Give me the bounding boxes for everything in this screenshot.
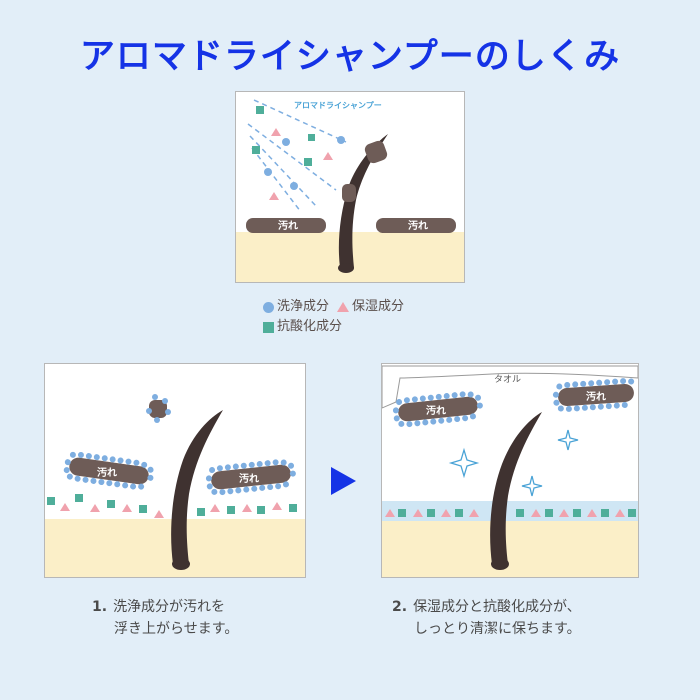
protective-particle-layer — [385, 509, 636, 517]
hair — [490, 412, 542, 564]
scalp — [382, 519, 638, 577]
dirt-label: 汚れ — [586, 390, 606, 403]
moisture-layer — [382, 501, 638, 521]
legend-wash: 洗浄成分 — [263, 297, 329, 317]
step2-illustration: タオル 汚れ 汚れ — [382, 365, 638, 577]
wash-particle — [337, 136, 345, 144]
wash-particle — [282, 138, 290, 146]
page-title: アロマドライシャンプーのしくみ — [79, 37, 621, 77]
towel-label: タオル — [494, 374, 521, 385]
step2-caption: 2.保湿成分と抗酸化成分が、 しっとり清潔に保ちます。 — [392, 599, 581, 637]
hair — [338, 134, 388, 268]
sparkle-icon — [448, 447, 480, 479]
step1-illustration-panel: 汚れ 汚れ — [44, 363, 306, 578]
moisture-particle — [323, 152, 333, 160]
sparkle-icon — [557, 429, 579, 451]
step-number: 2. — [392, 599, 408, 615]
sparkle-icons — [448, 429, 579, 497]
step-number: 1. — [92, 599, 108, 615]
spray-illustration: アロマドライシャンプー 汚れ 汚れ — [236, 99, 464, 282]
legend-moisture: 保湿成分 — [337, 297, 404, 317]
dirt-patch-right — [376, 218, 456, 233]
scattered-particles — [47, 494, 297, 518]
dirt-on-towel-left: 汚れ — [392, 391, 483, 428]
legend: 洗浄成分 保湿成分 抗酸化成分 — [263, 297, 463, 337]
next-step-arrow-icon — [331, 467, 356, 495]
spray-lines — [247, 99, 347, 213]
moisture-particle — [269, 192, 279, 200]
dirt-patch-left: 汚れ — [63, 451, 154, 490]
step2-illustration-panel: タオル 汚れ 汚れ — [381, 363, 639, 578]
towel — [382, 365, 638, 409]
dirt-label: 汚れ — [278, 219, 298, 232]
dirt-on-hair — [364, 140, 388, 164]
dirt-label: 汚れ — [97, 466, 117, 479]
floating-dirt — [146, 394, 171, 423]
dirt-label: 汚れ — [408, 219, 428, 232]
antioxidant-icon — [263, 321, 274, 333]
moisture-icon — [337, 302, 350, 312]
hair — [171, 410, 223, 564]
spray-illustration-panel: アロマドライシャンプー 汚れ 汚れ — [235, 91, 465, 283]
sparkle-icon — [521, 475, 543, 497]
dirt-label: 汚れ — [426, 404, 446, 417]
antioxidant-particle — [304, 158, 312, 166]
wash-particle — [264, 168, 272, 176]
dirt-on-hair — [342, 184, 356, 202]
antioxidant-particle — [308, 134, 315, 141]
dirt-patch-right: 汚れ — [205, 459, 296, 496]
moisture-particle — [271, 128, 281, 136]
dirt-patch-left — [246, 218, 326, 233]
step1-caption: 1.洗浄成分が汚れを 浮き上がらせます。 — [92, 599, 239, 637]
antioxidant-particle — [252, 146, 260, 154]
wash-particle — [290, 182, 298, 190]
dirt-on-towel-right: 汚れ — [552, 378, 635, 412]
antioxidant-particle — [256, 106, 264, 114]
product-label: アロマドライシャンプー — [294, 100, 382, 110]
step1-illustration: 汚れ 汚れ — [45, 394, 305, 577]
dirt-label: 汚れ — [239, 472, 259, 485]
legend-antioxidant: 抗酸化成分 — [263, 317, 342, 337]
wash-icon — [263, 301, 274, 313]
